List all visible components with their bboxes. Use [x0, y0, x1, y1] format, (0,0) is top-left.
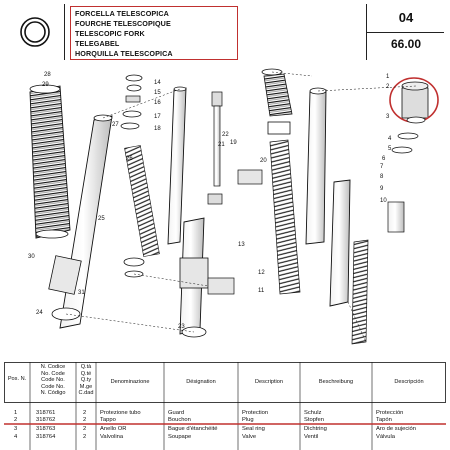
callout-6: 6	[382, 156, 386, 162]
cell-italian: Protezione tubo	[100, 410, 141, 416]
title-german: TELEGABEL	[75, 39, 120, 48]
cell-german: Stopfen	[304, 417, 324, 423]
page-code: 66.00	[390, 37, 422, 51]
section-divider	[366, 32, 444, 33]
cell-qty: 2	[83, 434, 87, 440]
cell-english: Protection	[242, 410, 269, 416]
cell-french: Soupape	[168, 434, 192, 440]
callout-16: 16	[154, 100, 161, 106]
callout-29: 29	[42, 82, 49, 88]
cell-french: Guard	[168, 410, 185, 416]
col-header-english: Description	[255, 379, 283, 385]
callout-numbers: 1 2 3 4 5 6 7 8 9 10 11 12 13 14 15 16 1…	[28, 72, 392, 330]
callout-11: 11	[258, 288, 265, 294]
callout-31: 31	[78, 290, 85, 296]
title-box: FORCELLA TELESCOPICA FOURCHE TELESCOPIQU…	[70, 6, 238, 60]
section-box: 04 66.00	[366, 4, 445, 60]
callout-15: 15	[154, 90, 161, 96]
cell-pos: 2	[14, 417, 18, 423]
callout-12: 12	[258, 270, 265, 276]
title-english: TELESCOPIC FORK	[75, 29, 145, 38]
cell-pos: 3	[14, 426, 18, 432]
slider-tube-left	[48, 114, 113, 329]
callout-18: 18	[154, 126, 161, 132]
title-spanish: HORQUILLA TELESCOPICA	[75, 49, 173, 58]
cell-english: Seal ring	[242, 426, 265, 432]
stanchion-center	[167, 86, 187, 245]
callout-3: 3	[386, 114, 390, 120]
cell-spanish: Aro de sujeción	[376, 426, 416, 432]
callout-22: 22	[222, 132, 229, 138]
callout-9: 9	[380, 186, 384, 192]
callout-7: 7	[380, 164, 384, 170]
callout-4: 4	[388, 136, 392, 142]
callout-10: 10	[380, 198, 387, 204]
stanchion-right	[305, 87, 351, 307]
left-parts-stack	[120, 74, 160, 278]
callout-21: 21	[218, 142, 225, 148]
callout-24: 24	[36, 310, 43, 316]
bellows-right	[261, 68, 301, 295]
damper-rod	[207, 91, 263, 295]
cell-french: Bouchon	[168, 417, 191, 423]
cell-spanish: Tapón	[376, 417, 392, 423]
callout-20: 20	[260, 158, 267, 164]
col-header-qty: Q.tà Q.té Q.ty M.ge C.dad	[78, 364, 94, 396]
cell-spanish: Protección	[376, 410, 404, 416]
bellows-left	[29, 84, 71, 239]
col-header-italian: Denominazione	[110, 379, 150, 385]
cell-german: Ventil	[304, 434, 319, 440]
col-header-spanish: Descripción	[394, 379, 424, 385]
col-header-german: Beschreibung	[318, 379, 354, 385]
page-header: FORCELLA TELESCOPICA FOURCHE TELESCOPIQU…	[6, 4, 444, 64]
parts-table: Pos. N. N. Codice No. Code Code No. Code…	[0, 362, 450, 450]
cell-spanish: Válvula	[376, 434, 396, 440]
cell-english: Valve	[242, 434, 257, 440]
cell-german: Dichtring	[304, 426, 327, 432]
callout-17: 17	[154, 114, 161, 120]
callout-27: 27	[112, 122, 119, 128]
cell-italian: Valvolina	[100, 434, 124, 440]
cell-german: Schulz	[304, 410, 322, 416]
exploded-fork-diagram: 1 2 3 4 5 6 7 8 9 10 11 12 13 14 15 16 1…	[28, 68, 439, 345]
eagle-rings-logo-icon	[20, 17, 50, 47]
cell-pos: 4	[14, 434, 18, 440]
cell-french: Bague d'étanchéité	[168, 426, 218, 432]
cell-qty: 2	[83, 417, 87, 423]
callout-28: 28	[44, 72, 51, 78]
callout-19: 19	[230, 140, 237, 146]
callout-14: 14	[154, 80, 161, 86]
brand-logo	[6, 4, 65, 60]
title-italian: FORCELLA TELESCOPICA	[75, 9, 169, 18]
title-french: FOURCHE TELESCOPIQUE	[75, 19, 171, 28]
cell-italian: Anello OR	[100, 426, 127, 432]
table-grid	[4, 362, 446, 450]
lower-leg-left	[179, 217, 209, 338]
section-number: 04	[398, 10, 414, 25]
cell-pos: 1	[14, 410, 18, 416]
top-cap-assembly	[351, 77, 439, 345]
callout-1: 1	[386, 74, 390, 80]
cell-qty: 2	[83, 410, 87, 416]
leader-lines	[65, 71, 417, 343]
callout-2: 2	[386, 84, 390, 90]
cell-code: 318761	[36, 410, 56, 416]
col-header-french: Désignation	[186, 379, 216, 385]
cell-english: Plug	[242, 417, 254, 423]
cell-code: 318762	[36, 417, 56, 423]
cell-italian: Tappo	[100, 417, 116, 423]
callout-25: 25	[98, 216, 105, 222]
callout-8: 8	[380, 174, 384, 180]
callout-30: 30	[28, 254, 35, 260]
callout-23: 23	[178, 324, 185, 330]
callout-26: 26	[126, 156, 133, 162]
callout-13: 13	[238, 242, 245, 248]
col-header-pos: Pos. N.	[7, 376, 27, 382]
col-header-code: N. Codice No. Code Code No. Code No. N. …	[40, 364, 66, 396]
callout-5: 5	[388, 146, 392, 152]
cell-qty: 2	[83, 426, 87, 432]
cell-code: 318763	[36, 426, 56, 432]
cell-code: 318764	[36, 434, 56, 440]
